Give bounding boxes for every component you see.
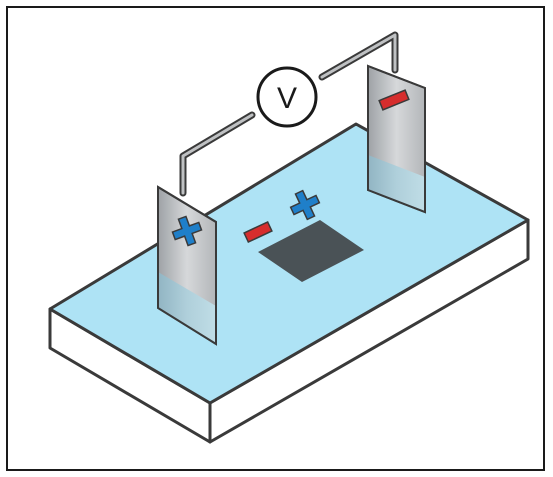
voltmeter: V bbox=[256, 66, 318, 128]
sample-positive-sign bbox=[289, 189, 321, 221]
positive-electrode bbox=[157, 185, 217, 346]
circuit-wire bbox=[179, 31, 399, 197]
negative-electrode bbox=[367, 64, 426, 214]
positive-electrode-sign bbox=[171, 215, 203, 247]
sample-charges bbox=[243, 189, 321, 244]
voltmeter-symbol: V bbox=[277, 82, 297, 115]
sample-negative-sign bbox=[243, 220, 273, 244]
sample-square bbox=[258, 220, 364, 282]
negative-electrode-sign bbox=[378, 89, 410, 111]
